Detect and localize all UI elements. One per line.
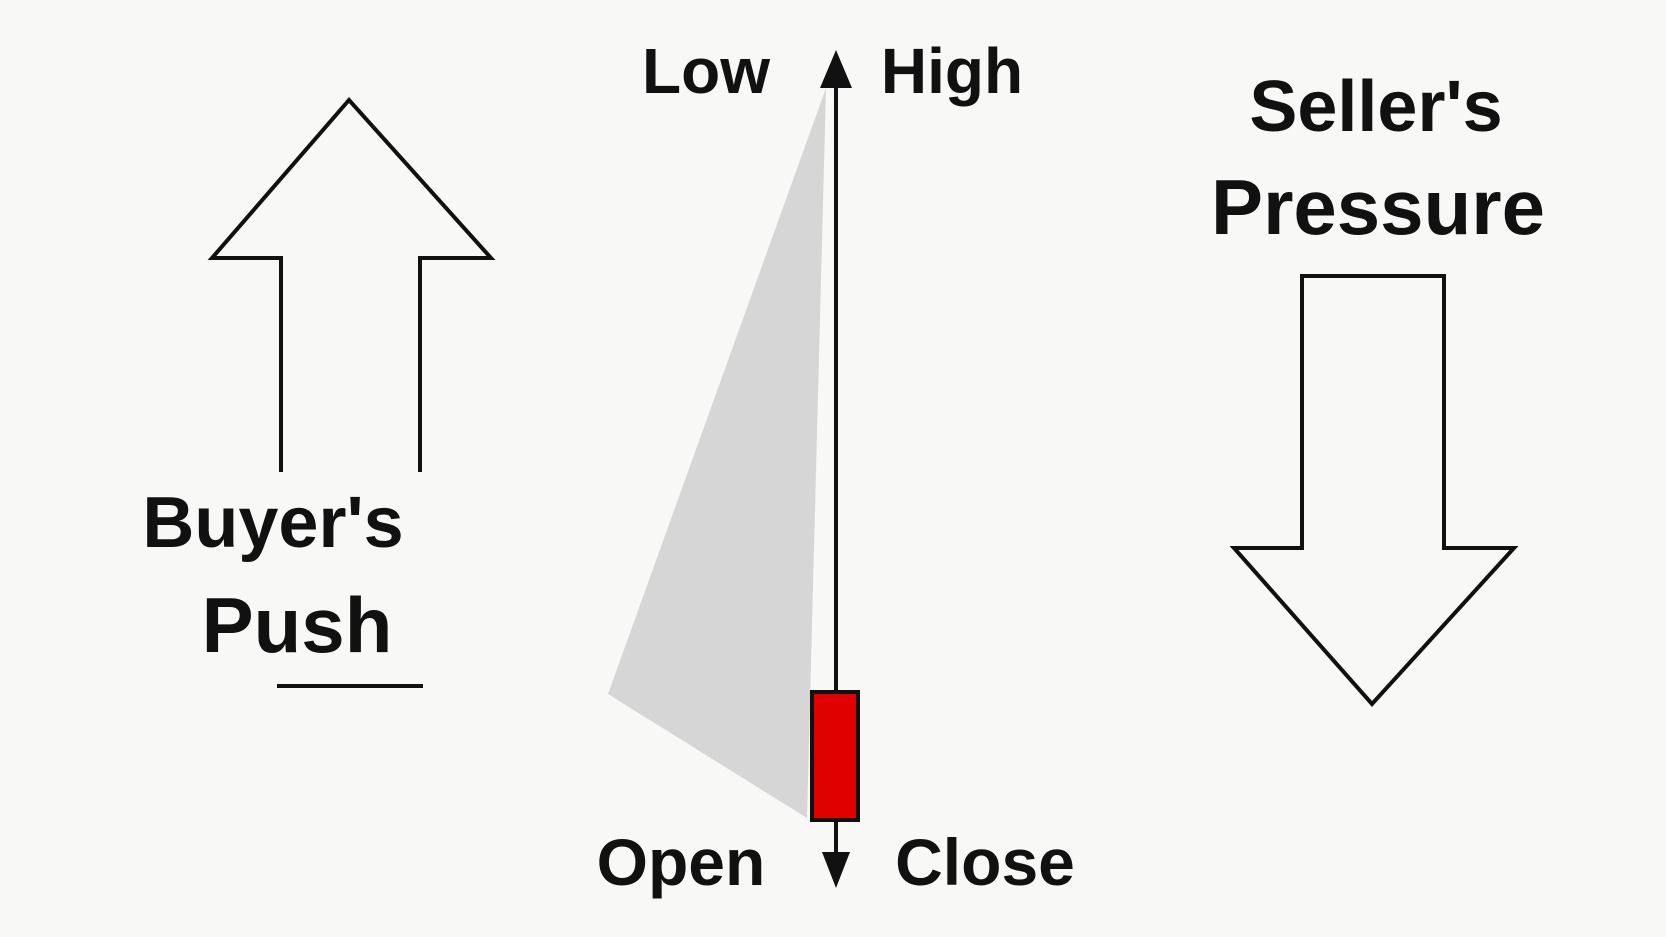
down-arrow-outline-icon [1229, 274, 1519, 707]
buyers-label-line2: Push [202, 581, 393, 669]
shadow-wedge [608, 88, 826, 818]
buyers-label-line1: Buyer's [142, 483, 403, 563]
axis-up-arrowhead-icon [820, 50, 852, 88]
up-arrow-outline-icon [207, 96, 496, 472]
high-label: High [881, 35, 1023, 107]
candle-body [810, 690, 860, 822]
axis-down-arrowhead-icon [822, 852, 850, 888]
sellers-label-line1: Seller's [1249, 67, 1502, 147]
close-label: Close [895, 825, 1075, 899]
sellers-label-line2: Pressure [1211, 163, 1545, 251]
open-label: Open [597, 825, 766, 899]
low-label: Low [642, 35, 770, 107]
